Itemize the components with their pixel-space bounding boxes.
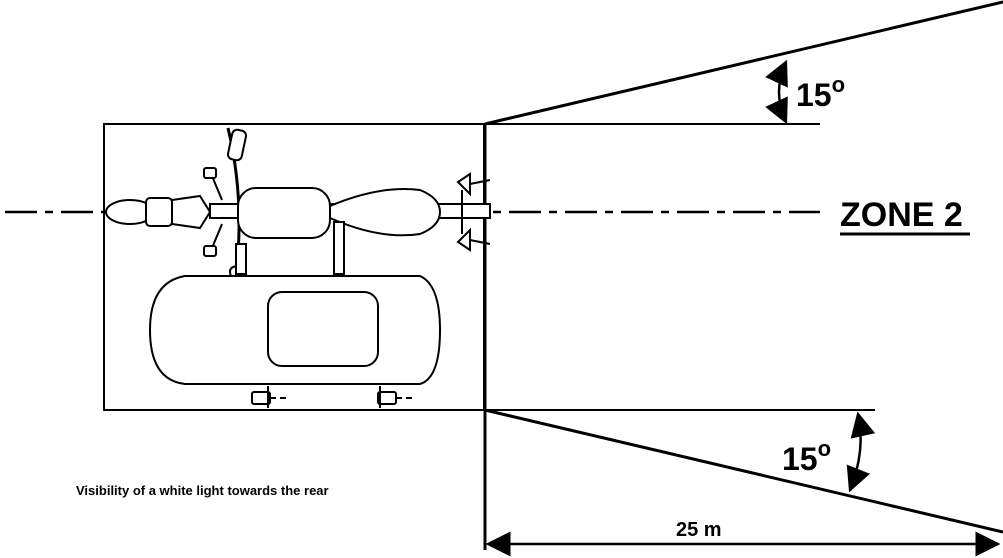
distance-label: 25 m [676,519,722,541]
motorcycle-with-sidecar-illustration [105,127,491,408]
caption-text: Visibility of a white light towards the … [76,483,329,498]
top-angle-label: 15o [796,72,845,113]
bottom-degree-symbol: o [818,436,831,461]
top-15-degree-line [484,0,1003,126]
bottom-angle-label: 15o [782,436,831,477]
bottom-15-degree-line [484,408,1003,534]
top-degree-symbol: o [832,72,845,97]
zone-label: ZONE 2 [840,196,963,234]
bottom-angle-arrow [846,411,876,493]
top-angle-arrow [765,59,788,125]
